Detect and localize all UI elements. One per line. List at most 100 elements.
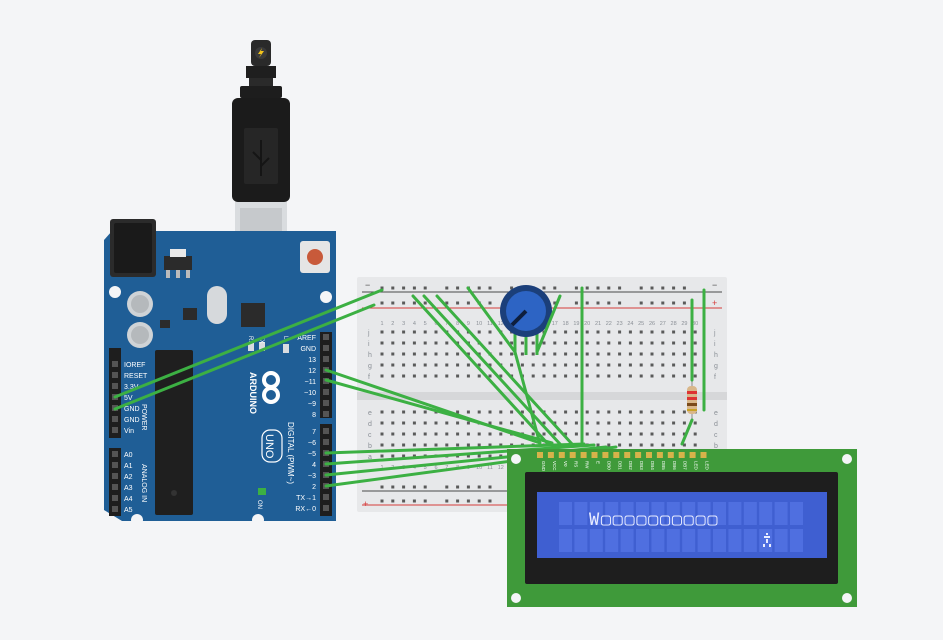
rail-hole[interactable]: [542, 286, 546, 290]
breadboard-hole[interactable]: [542, 352, 546, 356]
rail-hole[interactable]: [466, 499, 470, 503]
breadboard-hole[interactable]: [423, 363, 427, 367]
rail-hole[interactable]: [380, 286, 384, 290]
breadboard-hole[interactable]: [531, 352, 535, 356]
breadboard-hole[interactable]: [585, 363, 589, 367]
breadboard-hole[interactable]: [693, 421, 697, 425]
breadboard-hole[interactable]: [553, 352, 557, 356]
breadboard-hole[interactable]: [682, 330, 686, 334]
breadboard-hole[interactable]: [402, 432, 406, 436]
breadboard-hole[interactable]: [391, 341, 395, 345]
breadboard-hole[interactable]: [585, 341, 589, 345]
digital-pin[interactable]: [323, 505, 329, 511]
breadboard-hole[interactable]: [661, 330, 665, 334]
breadboard-hole[interactable]: [682, 341, 686, 345]
breadboard-hole[interactable]: [672, 443, 676, 447]
breadboard-hole[interactable]: [542, 432, 546, 436]
rail-hole[interactable]: [391, 485, 395, 489]
breadboard-hole[interactable]: [402, 454, 406, 458]
breadboard-hole[interactable]: [585, 432, 589, 436]
power-pin[interactable]: [112, 372, 118, 378]
digital-pin[interactable]: [323, 400, 329, 406]
breadboard-hole[interactable]: [650, 363, 654, 367]
breadboard-hole[interactable]: [628, 374, 632, 378]
breadboard-hole[interactable]: [380, 421, 384, 425]
breadboard-hole[interactable]: [488, 443, 492, 447]
breadboard-hole[interactable]: [456, 374, 460, 378]
digital-pin[interactable]: [323, 334, 329, 340]
breadboard-hole[interactable]: [618, 421, 622, 425]
breadboard-hole[interactable]: [574, 352, 578, 356]
breadboard-hole[interactable]: [661, 341, 665, 345]
breadboard-hole[interactable]: [456, 363, 460, 367]
breadboard-hole[interactable]: [564, 330, 568, 334]
breadboard-hole[interactable]: [412, 352, 416, 356]
breadboard-hole[interactable]: [402, 352, 406, 356]
rail-hole[interactable]: [380, 499, 384, 503]
breadboard-hole[interactable]: [607, 330, 611, 334]
rail-hole[interactable]: [574, 286, 578, 290]
breadboard-hole[interactable]: [607, 410, 611, 414]
lcd-pin[interactable]: [667, 452, 674, 458]
breadboard-hole[interactable]: [445, 341, 449, 345]
breadboard-hole[interactable]: [380, 341, 384, 345]
breadboard-hole[interactable]: [391, 454, 395, 458]
rail-hole[interactable]: [445, 286, 449, 290]
breadboard-hole[interactable]: [434, 330, 438, 334]
breadboard-hole[interactable]: [445, 443, 449, 447]
breadboard-hole[interactable]: [412, 410, 416, 414]
breadboard-hole[interactable]: [499, 410, 503, 414]
breadboard-hole[interactable]: [693, 443, 697, 447]
breadboard-hole[interactable]: [596, 341, 600, 345]
breadboard-hole[interactable]: [488, 410, 492, 414]
rail-hole[interactable]: [477, 485, 481, 489]
lcd-pin[interactable]: [580, 452, 587, 458]
breadboard-hole[interactable]: [596, 421, 600, 425]
breadboard-hole[interactable]: [412, 432, 416, 436]
breadboard-hole[interactable]: [466, 363, 470, 367]
breadboard-hole[interactable]: [553, 363, 557, 367]
breadboard-hole[interactable]: [488, 374, 492, 378]
breadboard-hole[interactable]: [402, 410, 406, 414]
breadboard-hole[interactable]: [434, 443, 438, 447]
breadboard-hole[interactable]: [672, 432, 676, 436]
breadboard-hole[interactable]: [650, 421, 654, 425]
breadboard-hole[interactable]: [596, 363, 600, 367]
rail-hole[interactable]: [488, 485, 492, 489]
rail-hole[interactable]: [618, 286, 622, 290]
breadboard-hole[interactable]: [639, 421, 643, 425]
rail-hole[interactable]: [488, 286, 492, 290]
breadboard-hole[interactable]: [434, 363, 438, 367]
breadboard-hole[interactable]: [553, 410, 557, 414]
breadboard-hole[interactable]: [402, 341, 406, 345]
rail-hole[interactable]: [380, 301, 384, 305]
breadboard-hole[interactable]: [412, 443, 416, 447]
rail-hole[interactable]: [682, 301, 686, 305]
breadboard-hole[interactable]: [477, 363, 481, 367]
breadboard-hole[interactable]: [628, 330, 632, 334]
breadboard-hole[interactable]: [380, 410, 384, 414]
breadboard-hole[interactable]: [402, 363, 406, 367]
arduino-uno-board[interactable]: RX TX L ARDUINO UNO ON AREFGND1312~11~10…: [104, 219, 336, 526]
breadboard-hole[interactable]: [466, 421, 470, 425]
rail-hole[interactable]: [391, 499, 395, 503]
breadboard-hole[interactable]: [693, 330, 697, 334]
breadboard-hole[interactable]: [380, 454, 384, 458]
analog-pin[interactable]: [112, 506, 118, 512]
breadboard-hole[interactable]: [423, 341, 427, 345]
breadboard-hole[interactable]: [466, 352, 470, 356]
breadboard-hole[interactable]: [477, 432, 481, 436]
breadboard-hole[interactable]: [380, 363, 384, 367]
digital-pin[interactable]: [323, 494, 329, 500]
breadboard-hole[interactable]: [661, 421, 665, 425]
breadboard-hole[interactable]: [531, 341, 535, 345]
breadboard-hole[interactable]: [639, 352, 643, 356]
digital-pin[interactable]: [323, 439, 329, 445]
breadboard-hole[interactable]: [499, 454, 503, 458]
breadboard-hole[interactable]: [434, 341, 438, 345]
rail-hole[interactable]: [639, 301, 643, 305]
breadboard-hole[interactable]: [650, 432, 654, 436]
breadboard-hole[interactable]: [434, 352, 438, 356]
rail-hole[interactable]: [402, 286, 406, 290]
